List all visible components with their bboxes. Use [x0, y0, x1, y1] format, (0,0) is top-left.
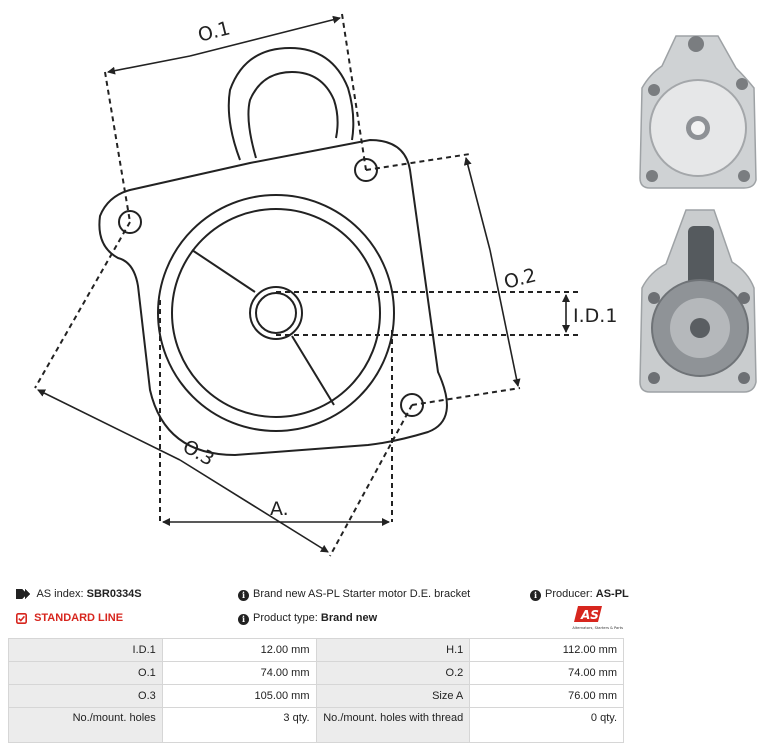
info-icon: i	[530, 590, 541, 601]
product-type-value: Brand new	[320, 612, 378, 624]
asp-logo: AS Alternators, Starters & Parts	[572, 606, 623, 630]
spec-label: O.3	[8, 684, 163, 708]
table-row: O.3 105.00 mm Size A 76.00 mm	[8, 684, 624, 708]
spec-value: 112.00 mm	[469, 638, 624, 662]
description-text: Brand new AS-PL Starter motor D.E. brack…	[253, 588, 471, 600]
spec-value: 0 qty.	[469, 707, 624, 743]
spec-label: O.1	[8, 661, 163, 685]
standard-line: STANDARD LINE	[16, 612, 123, 624]
bracket-photo-outside	[639, 35, 757, 189]
specs-table: I.D.1 12.00 mm H.1 112.00 mm O.1 74.00 m…	[8, 638, 624, 743]
info-icon: i	[238, 590, 249, 601]
technical-drawing: O.1 O.2 O.3 I.D.1 A.	[34, 13, 617, 557]
spec-label: No./mount. holes with thread	[315, 707, 471, 743]
logo-text: AS	[580, 608, 599, 622]
product-type-label: Product type:	[253, 612, 318, 624]
description: i Brand new AS-PL Starter motor D.E. brac…	[238, 588, 470, 601]
tags-icon	[16, 589, 30, 600]
table-row: No./mount. holes 3 qty. No./mount. holes…	[8, 707, 624, 743]
as-index-label: AS index:	[36, 588, 84, 600]
spec-value: 105.00 mm	[161, 684, 317, 708]
label-id1: I.D.1	[573, 305, 617, 327]
dimension-arrows	[37, 15, 570, 553]
label-o1: O.1	[196, 17, 233, 46]
dimension-lines	[34, 13, 578, 557]
product-type: i Product type: Brand new	[238, 612, 377, 625]
label-a: A.	[270, 498, 289, 520]
spec-label: No./mount. holes	[8, 707, 163, 743]
spec-value: 12.00 mm	[161, 638, 317, 662]
info-icon: i	[238, 614, 249, 625]
producer-label: Producer:	[545, 588, 593, 600]
label-o3: O.3	[179, 435, 218, 470]
check-square-icon	[16, 612, 27, 624]
spec-value: 76.00 mm	[469, 684, 624, 708]
as-index-value: SBR0334S	[86, 588, 142, 600]
logo-tagline: Alternators, Starters & Parts	[572, 626, 623, 630]
bracket-photo-inside	[639, 209, 757, 393]
label-o2: O.2	[502, 264, 539, 293]
spec-label: O.2	[315, 661, 471, 685]
producer-value: AS-PL	[595, 588, 629, 600]
as-index: AS index: SBR0334S	[16, 588, 142, 600]
spec-value: 3 qty.	[161, 707, 317, 743]
spec-value: 74.00 mm	[161, 661, 317, 685]
standard-line-label: STANDARD LINE	[34, 612, 124, 624]
table-row: O.1 74.00 mm O.2 74.00 mm	[8, 661, 624, 685]
bracket-outline	[98, 46, 448, 457]
producer: i Producer: AS-PL	[530, 588, 629, 601]
spec-value: 74.00 mm	[469, 661, 624, 685]
spec-label: H.1	[315, 638, 471, 662]
spec-label: Size A	[315, 684, 471, 708]
spec-label: I.D.1	[8, 638, 163, 662]
table-row: I.D.1 12.00 mm H.1 112.00 mm	[8, 638, 624, 662]
